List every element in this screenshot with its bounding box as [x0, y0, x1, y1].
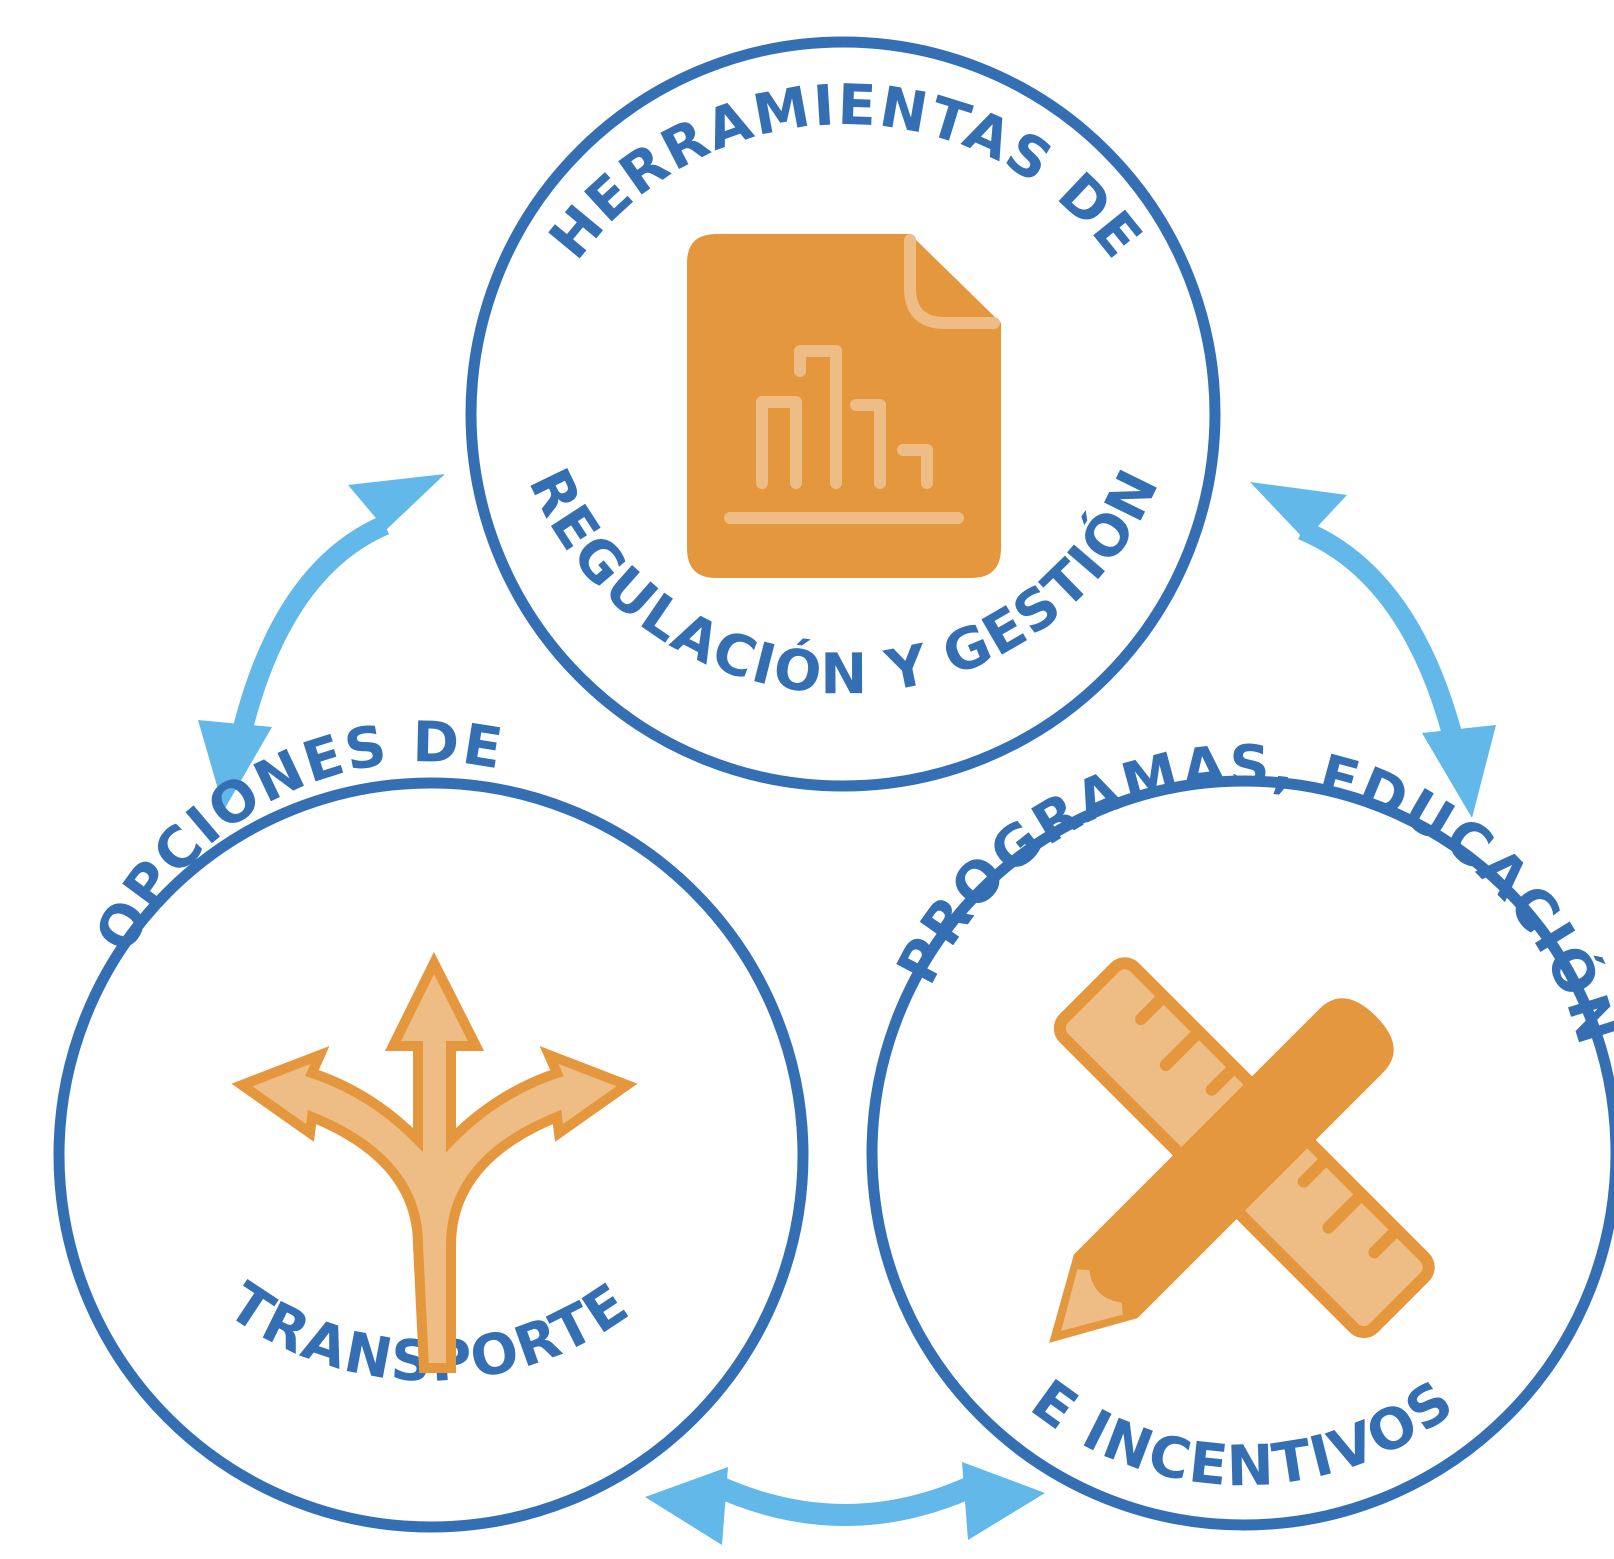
document-bar-chart-icon	[687, 234, 1001, 578]
split-arrows-icon	[231, 951, 638, 1373]
arrow-bottom	[645, 1462, 1045, 1545]
pencil-ruler-icon	[1049, 957, 1435, 1343]
arrow-top-right	[1250, 482, 1496, 818]
arrow-top-left	[198, 474, 445, 810]
